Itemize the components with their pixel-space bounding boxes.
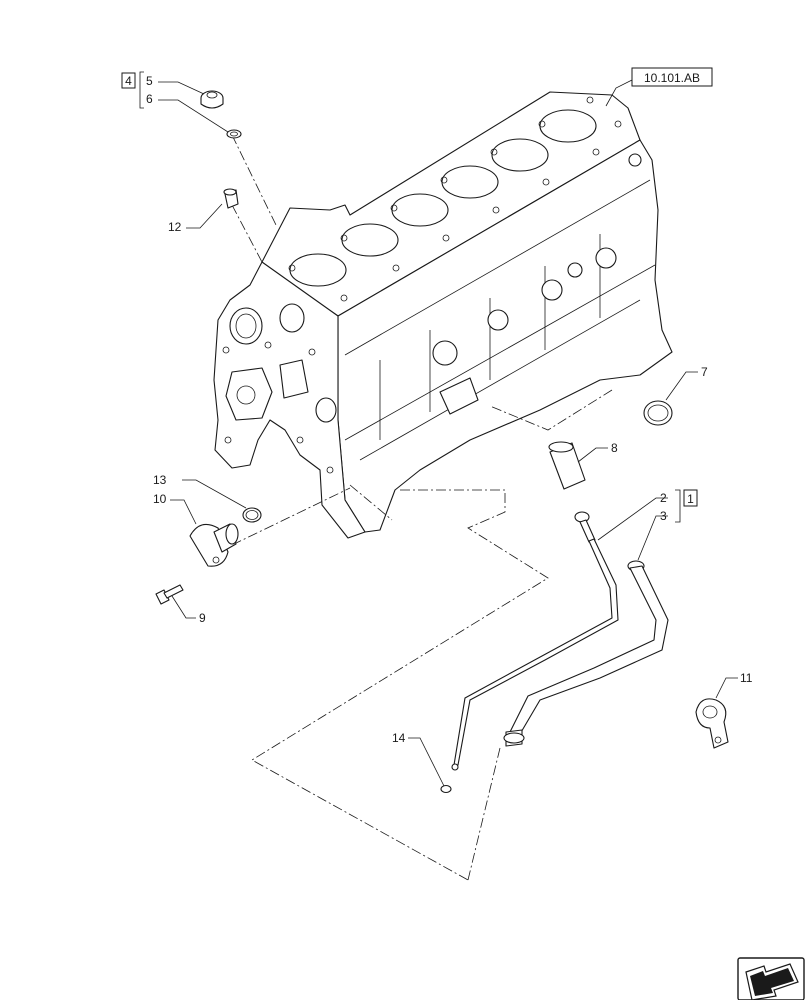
cylinder-bores (289, 109, 597, 287)
front-face-details (222, 303, 337, 474)
dipstick-part-2 (451, 511, 619, 771)
washer-part-6 (226, 129, 242, 139)
block-ribs (344, 153, 656, 461)
callout-6: 6 (146, 92, 153, 106)
group-label-b: 1 (687, 492, 694, 506)
callout-3: 3 (660, 509, 667, 523)
group-brackets (139, 71, 681, 523)
o-ring-part-13 (242, 507, 262, 523)
plug-part-5 (200, 90, 224, 109)
group-box-a (121, 72, 136, 89)
next-page-arrow-icon[interactable] (737, 957, 805, 1000)
callout-8: 8 (611, 441, 618, 455)
sleeve-part-8 (548, 441, 586, 490)
seal-ring-part-7 (643, 400, 673, 426)
callout-10: 10 (153, 492, 167, 506)
group-label-a: 4 (125, 74, 132, 88)
dowel-pin-part-12 (223, 188, 239, 209)
dipstick-tube-part-3 (503, 560, 669, 747)
cover-part-10 (189, 523, 239, 567)
head-bolt-holes (288, 96, 622, 302)
reference-tag-box[interactable] (631, 67, 713, 87)
ring-part-14 (440, 784, 452, 794)
assembly-lines (231, 134, 613, 881)
callout-13: 13 (153, 473, 167, 487)
callout-9: 9 (199, 611, 206, 625)
engine-block (213, 91, 673, 539)
callout-12: 12 (168, 220, 182, 234)
leader-lines (158, 79, 738, 787)
bolt-part-9 (155, 584, 184, 605)
callout-14: 14 (392, 731, 406, 745)
callout-7: 7 (701, 365, 708, 379)
callout-5: 5 (146, 74, 153, 88)
callout-11: 11 (740, 671, 753, 685)
clamp-part-11 (695, 698, 729, 749)
callout-2: 2 (660, 491, 667, 505)
group-box-b (683, 489, 698, 507)
reference-tag[interactable]: 10.101.AB (644, 71, 700, 85)
